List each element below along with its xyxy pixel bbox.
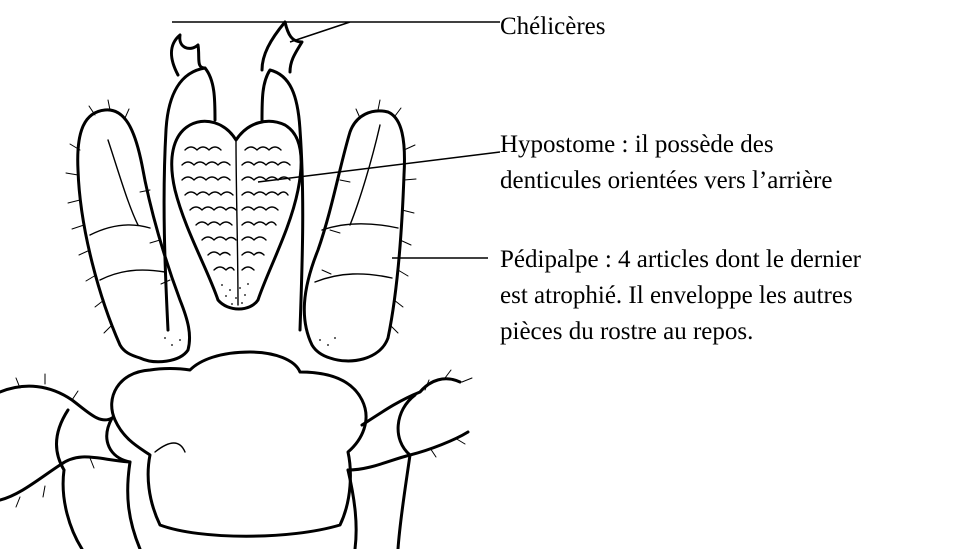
tick-capitulum-drawing — [0, 22, 472, 549]
hypostome-denticles-left — [182, 147, 236, 270]
label-hypostome-line-2: denticules orientées vers l’arrière — [500, 167, 832, 194]
hypostome-median-line — [236, 140, 238, 305]
basis-fold — [155, 443, 185, 452]
left-pedipalp-joint-1 — [90, 225, 150, 235]
right-chelicera-digit — [262, 22, 302, 72]
hypostome-denticles-right — [242, 147, 290, 270]
hypostome-leader — [258, 152, 500, 182]
right-pedipalp-inner-line — [350, 125, 380, 225]
label-pedipalp-line-2: est atrophié. Il enveloppe les autres — [500, 282, 853, 309]
leader-lines — [172, 22, 500, 258]
label-hypostome-line-1: Hypostome : il possède des — [500, 131, 774, 158]
left-pedipalp-inner-line — [108, 140, 138, 225]
basis-capituli — [112, 352, 366, 536]
left-leg-segment — [63, 462, 140, 549]
labels: Chélicères Hypostome : il possède des de… — [500, 13, 862, 345]
label-chelicerae: Chélicères — [500, 13, 606, 40]
right-pedipalp — [304, 111, 404, 361]
left-chelicera — [164, 68, 215, 330]
right-pedipalp-joint-1 — [322, 224, 398, 230]
chelicerae-leader — [172, 22, 500, 42]
right-pedipalp-joint-2 — [315, 274, 392, 282]
left-pedipalp-joint-2 — [100, 270, 165, 280]
label-pedipalp-line-3: pièces du rostre au repos. — [500, 318, 753, 345]
label-pedipalp-line-1: Pédipalpe : 4 articles dont le dernier — [500, 246, 862, 273]
